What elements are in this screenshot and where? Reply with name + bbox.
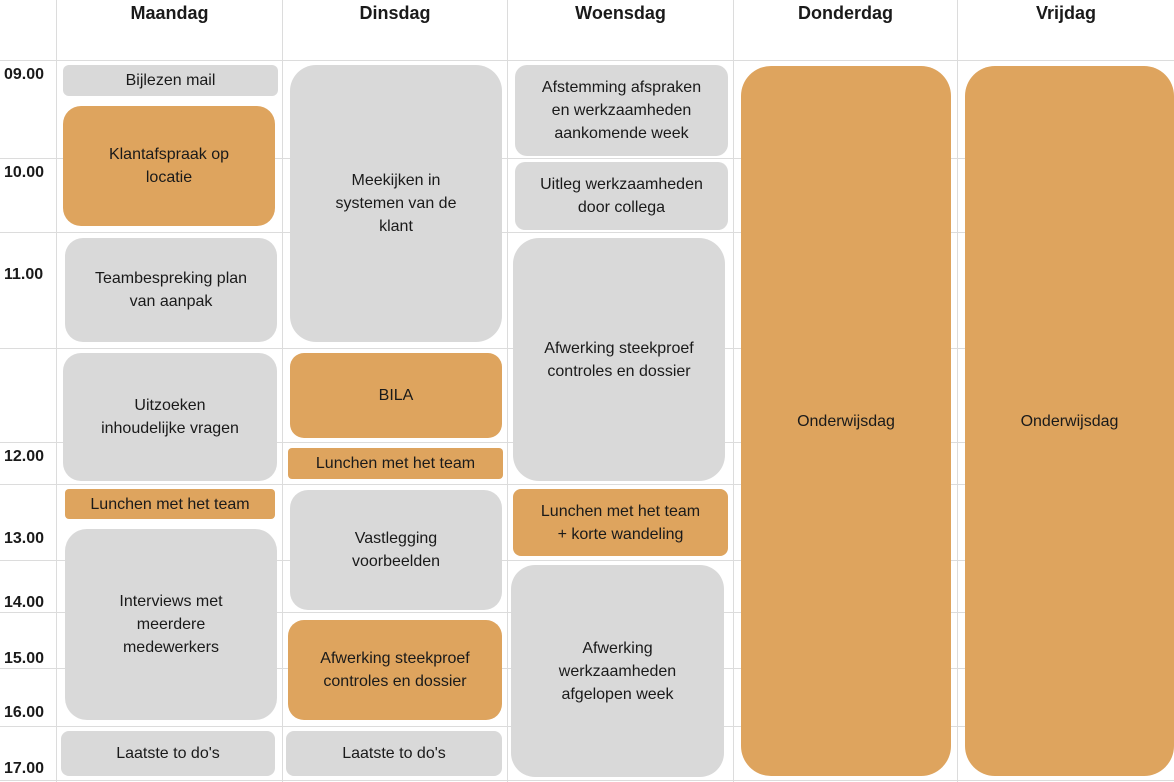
grid-line-bottom <box>0 780 1174 781</box>
event-meekijken[interactable]: Meekijken in systemen van de klant <box>290 65 502 342</box>
grid-line-vertical <box>733 0 734 782</box>
time-label: 15.00 <box>4 650 45 667</box>
event-interviews[interactable]: Interviews met meerdere medewerkers <box>65 529 277 720</box>
event-afstemming[interactable]: Afstemming afspraken en werkzaamheden aa… <box>515 65 728 156</box>
event-lunch-maandag[interactable]: Lunchen met het team <box>65 489 275 519</box>
event-laatste-todos-dinsdag[interactable]: Laatste to do's <box>286 731 502 776</box>
grid-line-header <box>0 60 1174 61</box>
day-header-woensdag: Woensdag <box>575 3 666 23</box>
time-label: 10.00 <box>4 164 45 181</box>
day-header-maandag: Maandag <box>130 3 209 23</box>
grid-line-hour <box>0 484 1174 485</box>
grid-line-hour <box>0 560 1174 561</box>
day-header-dinsdag: Dinsdag <box>359 3 431 23</box>
event-bila[interactable]: BILA <box>290 353 502 438</box>
event-lunch-dinsdag[interactable]: Lunchen met het team <box>288 448 503 479</box>
event-uitzoeken[interactable]: Uitzoeken inhoudelijke vragen <box>63 353 277 481</box>
event-teambespreking[interactable]: Teambespreking plan van aanpak <box>65 238 277 342</box>
time-label: 13.00 <box>4 530 45 547</box>
time-label: 12.00 <box>4 448 45 465</box>
event-vastlegging[interactable]: Vastlegging voorbeelden <box>290 490 502 610</box>
time-label: 16.00 <box>4 704 45 721</box>
event-afwerking-steekproef-woensdag[interactable]: Afwerking steekproef controles en dossie… <box>513 238 725 481</box>
grid-line-vertical <box>957 0 958 782</box>
grid-line-hour <box>0 232 1174 233</box>
time-label: 17.00 <box>4 760 45 777</box>
event-afwerking-werkzaamheden[interactable]: Afwerking werkzaamheden afgelopen week <box>511 565 724 777</box>
time-label: 14.00 <box>4 594 45 611</box>
event-lunch-woensdag[interactable]: Lunchen met het team + korte wandeling <box>513 489 728 556</box>
time-label: 09.00 <box>4 66 45 83</box>
event-klantafspraak[interactable]: Klantafspraak op locatie <box>63 106 275 226</box>
day-header-donderdag: Donderdag <box>797 3 893 23</box>
grid-line-vertical <box>282 0 283 782</box>
event-afwerking-steekproef-dinsdag[interactable]: Afwerking steekproef controles en dossie… <box>288 620 502 720</box>
grid-line-vertical <box>56 0 57 782</box>
event-onderwijsdag-donderdag[interactable]: Onderwijsdag <box>741 66 951 776</box>
event-laatste-todos-maandag[interactable]: Laatste to do's <box>61 731 275 776</box>
event-onderwijsdag-vrijdag[interactable]: Onderwijsdag <box>965 66 1174 776</box>
time-label: 11.00 <box>4 266 44 283</box>
grid-line-vertical <box>507 0 508 782</box>
grid-line-hour <box>0 158 1174 159</box>
event-bijlezen-mail[interactable]: Bijlezen mail <box>63 65 278 96</box>
day-header-vrijdag: Vrijdag <box>1035 3 1097 23</box>
event-uitleg[interactable]: Uitleg werkzaamheden door collega <box>515 162 728 230</box>
